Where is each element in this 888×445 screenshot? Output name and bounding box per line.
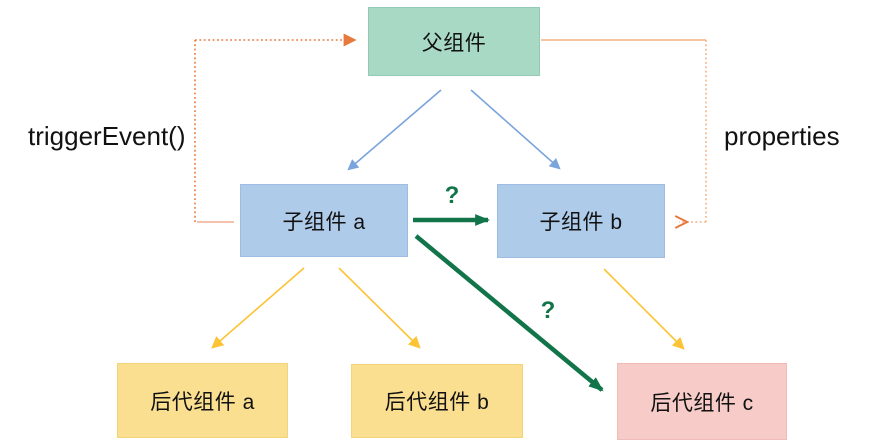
node-descendant-component-b: 后代组件 b — [351, 364, 523, 438]
properties-label: properties — [724, 121, 840, 151]
question-mark-child-a-to-desc-c: ? — [540, 297, 556, 324]
edge-child-a-to-desc-a — [211, 267, 305, 349]
edge-parent-to-child-a — [347, 89, 442, 171]
node-descendant-component-c: 后代组件 c — [617, 363, 787, 440]
node-parent-component: 父组件 — [368, 7, 540, 76]
node-child-component-a: 子组件 a — [240, 184, 408, 257]
question-mark-child-a-to-child-b: ? — [444, 182, 460, 209]
node-descendant-component-a: 后代组件 a — [117, 363, 288, 438]
edge-parent-to-child-b — [470, 89, 561, 170]
trigger-event-label: triggerEvent() — [28, 121, 186, 151]
node-child-component-b: 子组件 b — [497, 184, 665, 258]
edge-child-a-to-desc-b — [338, 267, 421, 349]
edge-child-b-to-desc-c — [603, 268, 685, 350]
edge-child-a-to-desc-c-question — [414, 234, 604, 392]
